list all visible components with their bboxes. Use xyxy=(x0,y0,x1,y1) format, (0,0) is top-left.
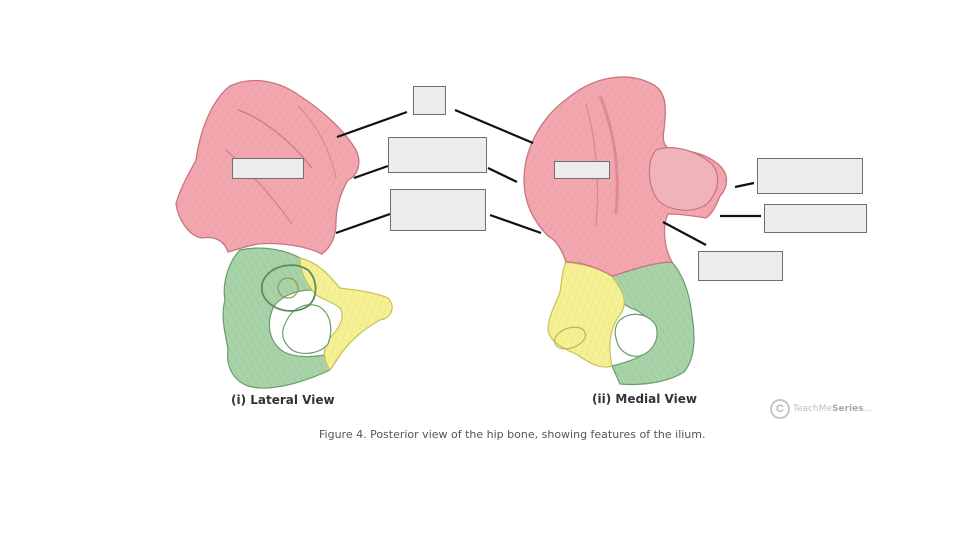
label-box-right-middle[interactable] xyxy=(764,204,867,233)
teachmeseries-logo: C TeachMeSeries... xyxy=(770,398,872,420)
label-box-right-upper[interactable] xyxy=(757,158,863,194)
logo-text: TeachMeSeries... xyxy=(793,404,873,414)
lateral-acetabulum xyxy=(260,264,317,312)
label-box-center-lower[interactable] xyxy=(390,189,486,231)
leader-lines xyxy=(335,108,761,246)
medial-auricular-surface xyxy=(648,147,719,211)
lateral-view-label: (i) Lateral View xyxy=(231,393,335,407)
medial-view-bone xyxy=(523,76,728,386)
lateral-view-bone xyxy=(175,79,393,389)
copyright-logo-icon: C xyxy=(770,399,790,419)
medial-obturator-foramen xyxy=(614,313,658,357)
label-box-center-upper[interactable] xyxy=(388,137,487,173)
label-box-lateral-body[interactable] xyxy=(232,158,304,179)
figure-caption: Figure 4. Posterior view of the hip bone… xyxy=(319,428,706,441)
lateral-obturator-foramen xyxy=(282,304,332,354)
medial-view-label: (ii) Medial View xyxy=(592,392,697,406)
label-box-top-center[interactable] xyxy=(413,86,446,115)
label-box-right-lower[interactable] xyxy=(698,251,783,281)
label-box-medial-body[interactable] xyxy=(554,161,610,179)
